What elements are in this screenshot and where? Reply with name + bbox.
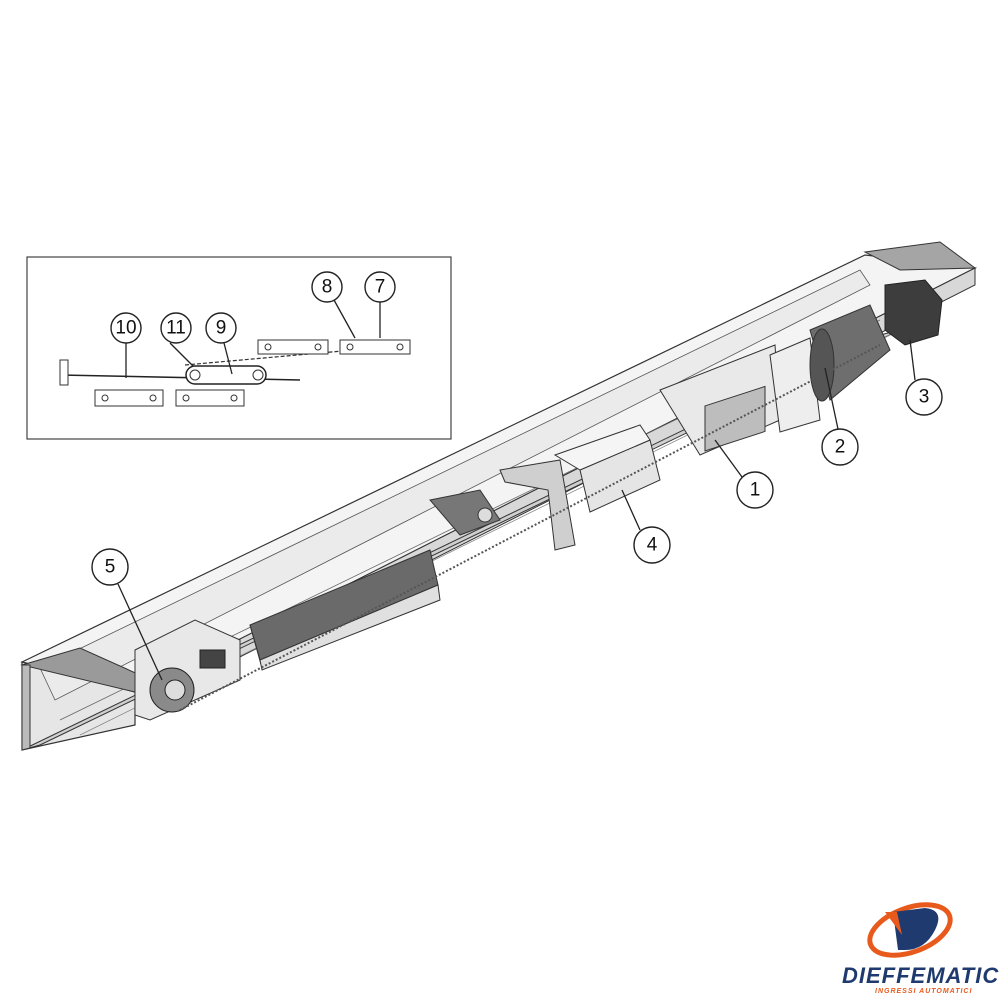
callout-3: 3 bbox=[905, 339, 943, 416]
svg-text:7: 7 bbox=[375, 277, 386, 298]
svg-text:1: 1 bbox=[750, 480, 761, 501]
svg-text:8: 8 bbox=[322, 277, 333, 298]
belt-inset: 10 11 9 8 7 bbox=[26, 256, 452, 440]
svg-text:5: 5 bbox=[105, 557, 116, 578]
callout-7: 7 bbox=[364, 271, 396, 303]
logo-name: DIEFFEMATIC bbox=[842, 963, 999, 988]
dieffematic-logo: DIEFFEMATIC INGRESSI AUTOMATICI bbox=[842, 902, 999, 995]
callout-5: 5 bbox=[91, 548, 163, 681]
motor bbox=[769, 304, 891, 433]
encoder bbox=[884, 279, 943, 346]
svg-text:9: 9 bbox=[216, 318, 227, 339]
logo-tagline: INGRESSI AUTOMATICI bbox=[875, 988, 972, 995]
callout-4: 4 bbox=[621, 489, 671, 564]
callout-10: 10 bbox=[110, 312, 142, 344]
battery-unit bbox=[553, 424, 661, 513]
svg-text:11: 11 bbox=[166, 318, 186, 339]
bracket bbox=[429, 459, 576, 551]
callout-1: 1 bbox=[714, 439, 774, 509]
svg-text:3: 3 bbox=[919, 387, 930, 408]
callout-2: 2 bbox=[821, 367, 859, 466]
svg-text:10: 10 bbox=[115, 318, 136, 339]
svg-text:4: 4 bbox=[647, 535, 658, 556]
control-unit bbox=[659, 344, 781, 456]
svg-text:2: 2 bbox=[835, 437, 846, 458]
callout-8: 8 bbox=[311, 271, 343, 303]
callout-11: 11 bbox=[160, 312, 192, 344]
callout-9: 9 bbox=[205, 312, 237, 344]
